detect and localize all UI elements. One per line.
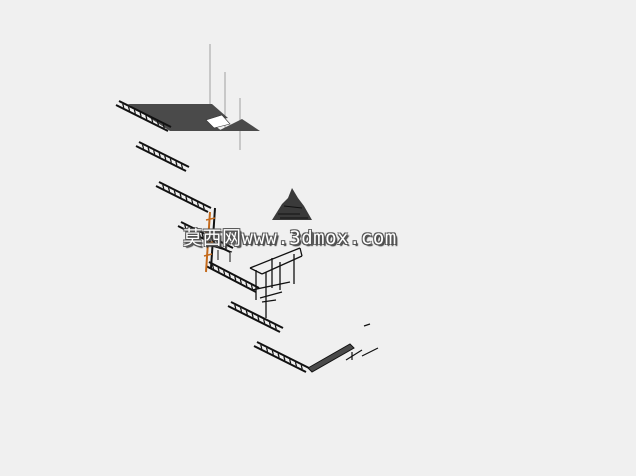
chain-rung (268, 322, 272, 327)
orange-ladder (203, 207, 233, 273)
mound-shape (272, 188, 312, 220)
chain-rung (250, 284, 254, 290)
chain-rung (191, 199, 194, 204)
vertical-guide-lines (209, 44, 241, 150)
chain-rung (167, 187, 171, 192)
frame-structure (249, 247, 303, 318)
chain-segments (115, 100, 310, 373)
chain-rung (122, 103, 125, 109)
chain-segment-3 (155, 181, 212, 213)
chain-rung (139, 112, 142, 117)
chain-rung (239, 279, 242, 284)
chain-rung (289, 359, 292, 364)
chain-segment-6 (227, 301, 284, 333)
chain-rung (251, 313, 254, 318)
chain-rung (234, 276, 237, 281)
chain-rung (179, 193, 182, 198)
chain-rung (245, 282, 248, 287)
chain-rung (234, 304, 237, 310)
bench-beam (307, 323, 379, 373)
chain-rung (245, 310, 248, 315)
chain-segment-1 (115, 100, 172, 132)
chain-rung (169, 158, 172, 163)
chain-rung (300, 364, 303, 370)
chain-rung (196, 202, 200, 207)
chain-rung (164, 155, 167, 161)
chain-rung (277, 353, 280, 358)
chain-rung (133, 109, 136, 114)
chain-rung (274, 324, 277, 330)
chain-segment-4 (177, 221, 234, 253)
chain-rung (228, 273, 231, 278)
chain-rung (175, 161, 178, 166)
chain-segment-5 (205, 261, 260, 293)
chain-rung (260, 344, 263, 350)
chain-rung (156, 121, 160, 126)
chain-rung (180, 164, 184, 169)
chain-rung (147, 147, 150, 152)
chain-rung (257, 316, 260, 321)
chain-rung (185, 196, 188, 201)
chain-rung (141, 144, 145, 149)
chain-rung (162, 123, 165, 129)
chain-rung (265, 347, 269, 352)
chain-segment-2 (135, 141, 190, 172)
chain-rung (158, 152, 161, 158)
chain-rung (263, 319, 266, 324)
chain-rung (153, 150, 156, 155)
chain-rung (239, 307, 243, 312)
chain-rung (217, 267, 220, 272)
chain-rung (145, 115, 148, 120)
chain-rung (162, 184, 165, 190)
chain-rung (224, 244, 227, 250)
chain-rung (223, 270, 226, 275)
chain-rung (195, 230, 198, 235)
chain-rung (271, 350, 274, 355)
chain-rung (202, 204, 205, 210)
watermark-text: 莫西网www.3dmox.com (183, 227, 397, 249)
chain-segment-7 (253, 341, 310, 373)
chain-rung (189, 227, 193, 232)
chain-rung (294, 362, 298, 367)
chain-rung (201, 233, 204, 238)
chain-rung (211, 264, 215, 270)
slab-panels (128, 104, 260, 131)
chain-rung (173, 190, 176, 195)
chain-rung (184, 224, 187, 230)
chain-rung (151, 118, 154, 123)
chain-rung (127, 106, 131, 111)
chain-rung (218, 242, 222, 247)
chain-rung (283, 356, 286, 361)
